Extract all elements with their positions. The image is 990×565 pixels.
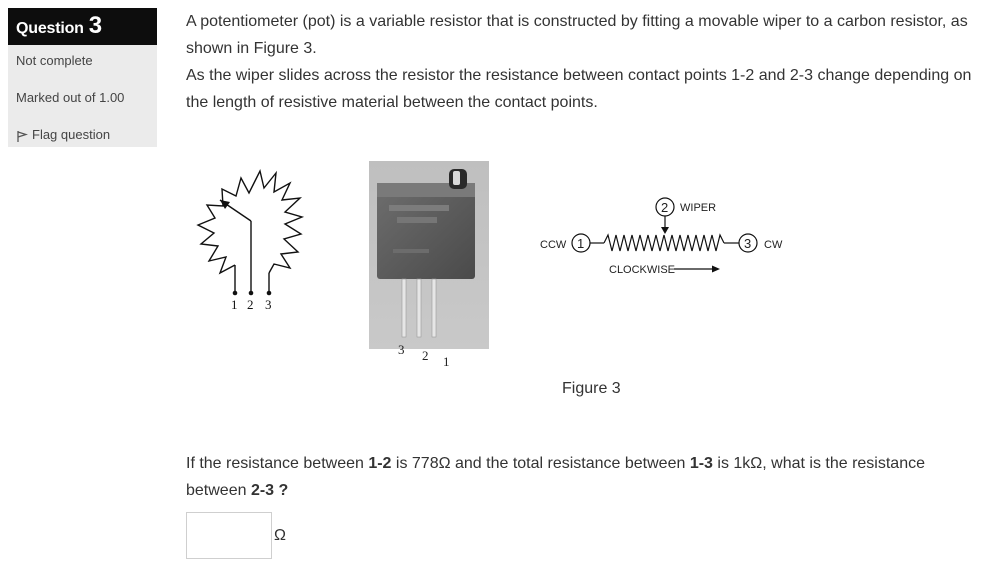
prompt-part-4: ? bbox=[274, 482, 289, 499]
potentiometer-symbol: 1 2 3 bbox=[190, 160, 310, 325]
prompt-ref-2-3: 2-3 bbox=[250, 482, 275, 499]
figure-caption: Figure 3 bbox=[562, 380, 621, 397]
wiper-label: WIPER bbox=[680, 202, 716, 214]
terminal-1-label: 1 bbox=[577, 236, 584, 251]
question-text: A potentiometer (pot) is a variable resi… bbox=[186, 8, 976, 116]
question-meta: Not complete Marked out of 1.00 Flag que… bbox=[8, 45, 157, 147]
question-number: 3 bbox=[88, 12, 103, 39]
symbol-pin-1: 1 bbox=[231, 297, 238, 312]
question-status: Not complete bbox=[16, 53, 93, 68]
trimmer-pot-image bbox=[377, 169, 475, 338]
photo-pin-3: 3 bbox=[398, 342, 405, 357]
terminal-2-label: 2 bbox=[661, 200, 668, 215]
prompt-part-1: If the resistance between bbox=[186, 455, 369, 472]
flag-question-label: Flag question bbox=[32, 127, 111, 142]
schematic-diagram: CCW 1 3 CW 2 WIPER CLOCKWISE bbox=[540, 197, 783, 276]
clockwise-label: CLOCKWISE bbox=[609, 264, 675, 276]
symbol-pin-2: 2 bbox=[247, 297, 254, 312]
photo-pin-labels: 3 2 1 bbox=[392, 340, 472, 370]
symbol-pin-3: 3 bbox=[265, 297, 272, 312]
question-info-panel: Question 3 Not complete Marked out of 1.… bbox=[8, 8, 157, 147]
answer-unit: Ω bbox=[274, 527, 286, 544]
flag-icon bbox=[17, 131, 28, 142]
answer-input[interactable] bbox=[186, 512, 272, 559]
ccw-label: CCW bbox=[540, 239, 567, 251]
terminal-3-label: 3 bbox=[744, 236, 751, 251]
intro-paragraph-1: A potentiometer (pot) is a variable resi… bbox=[186, 13, 968, 57]
question-marks: Marked out of 1.00 bbox=[16, 90, 125, 105]
potentiometer-photo bbox=[369, 161, 489, 349]
prompt-part-2: is 778Ω and the total resistance between bbox=[391, 455, 690, 472]
prompt-ref-1-3: 1-3 bbox=[689, 455, 713, 472]
question-header: Question 3 bbox=[8, 8, 157, 45]
potentiometer-symbol-icon: 1 2 3 bbox=[196, 168, 305, 312]
cw-label: CW bbox=[764, 239, 783, 251]
question-prompt: If the resistance between 1-2 is 778Ω an… bbox=[186, 450, 976, 504]
prompt-ref-1-2: 1-2 bbox=[368, 455, 392, 472]
prompt-part-3: is 1kΩ, what is the resistance between bbox=[186, 455, 925, 499]
flag-question-link[interactable]: Flag question bbox=[16, 127, 149, 143]
photo-pin-2: 2 bbox=[422, 348, 429, 363]
intro-paragraph-2: As the wiper slides across the resistor … bbox=[186, 67, 972, 111]
question-label: Question bbox=[16, 20, 84, 37]
photo-pin-1: 1 bbox=[443, 354, 450, 369]
potentiometer-schematic: CCW 1 3 CW 2 WIPER CLOCKWISE bbox=[536, 192, 796, 287]
